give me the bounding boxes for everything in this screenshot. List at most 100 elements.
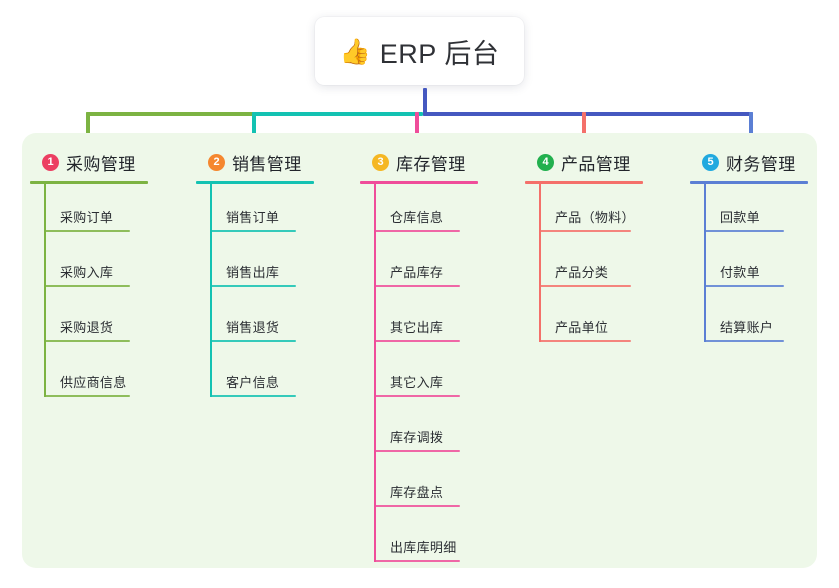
list-item[interactable]: 仓库信息 — [360, 184, 510, 239]
column-spine-1 — [44, 184, 46, 397]
column-items-4: 产品（物料） 产品分类产品单位 — [525, 184, 675, 349]
list-item-rule — [539, 285, 631, 287]
column-header-rule-5 — [690, 181, 808, 184]
list-item-rule — [210, 340, 296, 342]
list-item[interactable]: 出库库明细 — [360, 514, 510, 569]
list-item-label: 销售出库 — [226, 265, 280, 280]
column-spine-3 — [374, 184, 376, 562]
list-item-label: 采购退货 — [60, 320, 114, 335]
column-items-3: 仓库信息产品库存其它出库其它入库库存调拨库存盘点出库库明细 — [360, 184, 510, 569]
column-title-5: 财务管理 — [726, 154, 796, 174]
list-item-rule — [374, 340, 460, 342]
list-item-rule — [44, 285, 130, 287]
list-item-label: 产品分类 — [555, 265, 609, 280]
list-item[interactable]: 采购退货 — [30, 294, 180, 349]
list-item-rule — [210, 230, 296, 232]
list-item-rule — [374, 450, 460, 452]
column-badge-3: 3 — [372, 153, 389, 171]
connector-horizontal-segment-1 — [86, 112, 254, 116]
list-item[interactable]: 供应商信息 — [30, 349, 180, 404]
list-item-label: 产品（物料） — [555, 210, 635, 225]
column-3: 3 库存管理仓库信息产品库存其它出库其它入库库存调拨库存盘点出库库明细 — [360, 148, 510, 569]
list-item[interactable]: 结算账户 — [690, 294, 830, 349]
column-header-rule-4 — [525, 181, 643, 184]
column-badge-5: 5 — [702, 153, 719, 171]
list-item[interactable]: 库存调拨 — [360, 404, 510, 459]
column-header-rule-3 — [360, 181, 478, 184]
column-title-2: 销售管理 — [232, 154, 302, 174]
list-item-rule — [704, 285, 784, 287]
list-item[interactable]: 销售出库 — [196, 239, 346, 294]
list-item-label: 产品单位 — [555, 320, 609, 335]
list-item[interactable]: 客户信息 — [196, 349, 346, 404]
list-item-rule — [44, 340, 130, 342]
column-items-2: 销售订单销售出库销售退货客户信息 — [196, 184, 346, 404]
list-item-rule — [210, 395, 296, 397]
column-header-rule-1 — [30, 181, 148, 184]
list-item-label: 客户信息 — [226, 375, 280, 390]
content-panel — [22, 133, 817, 568]
list-item-label: 库存调拨 — [390, 430, 444, 445]
list-item-rule — [374, 505, 460, 507]
list-item[interactable]: 产品分类 — [525, 239, 675, 294]
list-item[interactable]: 付款单 — [690, 239, 830, 294]
thumbs-up-icon: 👍 — [339, 37, 371, 66]
list-item-label: 出库库明细 — [390, 540, 457, 555]
list-item-rule — [539, 340, 631, 342]
list-item[interactable]: 产品库存 — [360, 239, 510, 294]
list-item-label: 销售订单 — [226, 210, 280, 225]
list-item-rule — [539, 230, 631, 232]
list-item[interactable]: 产品单位 — [525, 294, 675, 349]
list-item-rule — [44, 230, 130, 232]
page-title: ERP 后台 — [379, 38, 500, 69]
column-header-1[interactable]: 1 采购管理 — [30, 148, 180, 176]
column-spine-5 — [704, 184, 706, 342]
column-header-5[interactable]: 5 财务管理 — [690, 148, 830, 176]
list-item-rule — [374, 285, 460, 287]
root-node-erp-backend[interactable]: 👍 ERP 后台 — [315, 17, 524, 85]
list-item-label: 仓库信息 — [390, 210, 444, 225]
list-item-label: 其它入库 — [390, 375, 444, 390]
column-title-4: 产品管理 — [561, 154, 631, 174]
list-item-label: 付款单 — [720, 265, 760, 280]
column-title-1: 采购管理 — [66, 154, 136, 174]
list-item[interactable]: 销售退货 — [196, 294, 346, 349]
list-item-label: 回款单 — [720, 210, 760, 225]
list-item-rule — [704, 340, 784, 342]
list-item-rule — [374, 230, 460, 232]
list-item[interactable]: 其它入库 — [360, 349, 510, 404]
column-header-3[interactable]: 3 库存管理 — [360, 148, 510, 176]
column-items-1: 采购订单采购入库采购退货供应商信息 — [30, 184, 180, 404]
list-item-rule — [210, 285, 296, 287]
list-item-rule — [374, 560, 460, 562]
list-item-label: 供应商信息 — [60, 375, 127, 390]
list-item[interactable]: 其它出库 — [360, 294, 510, 349]
column-items-5: 回款单付款单结算账户 — [690, 184, 830, 349]
column-5: 5 财务管理回款单付款单结算账户 — [690, 148, 830, 349]
list-item[interactable]: 销售订单 — [196, 184, 346, 239]
connector-horizontal-segment-3 — [423, 112, 753, 116]
column-badge-1: 1 — [42, 153, 59, 171]
list-item[interactable]: 采购入库 — [30, 239, 180, 294]
list-item-label: 采购入库 — [60, 265, 114, 280]
list-item-label: 库存盘点 — [390, 485, 444, 500]
column-title-3: 库存管理 — [396, 154, 466, 174]
list-item-label: 销售退货 — [226, 320, 280, 335]
list-item[interactable]: 回款单 — [690, 184, 830, 239]
list-item-label: 采购订单 — [60, 210, 114, 225]
connector-trunk — [423, 88, 427, 116]
list-item-rule — [374, 395, 460, 397]
connector-horizontal-segment-2 — [254, 112, 423, 116]
list-item[interactable]: 库存盘点 — [360, 459, 510, 514]
column-1: 1 采购管理采购订单采购入库采购退货供应商信息 — [30, 148, 180, 404]
list-item-label: 产品库存 — [390, 265, 444, 280]
list-item-label: 结算账户 — [720, 320, 774, 335]
list-item[interactable]: 产品（物料） — [525, 184, 675, 239]
list-item-rule — [704, 230, 784, 232]
list-item[interactable]: 采购订单 — [30, 184, 180, 239]
